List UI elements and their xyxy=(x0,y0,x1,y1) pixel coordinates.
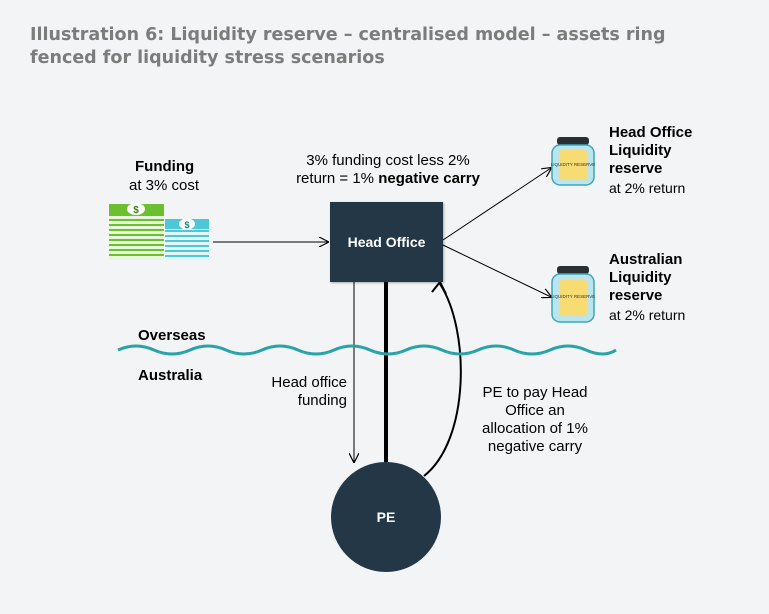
funding-sub: at 3% cost xyxy=(129,177,200,194)
overseas-label: Overseas xyxy=(138,327,206,344)
page-title: Illustration 6: Liquidity reserve – cent… xyxy=(30,25,666,68)
arrow-to-ho-reserve xyxy=(442,168,551,241)
pe-pay-label: PE to pay Head Office an allocation of 1… xyxy=(482,384,588,455)
money-stack-green: $ xyxy=(109,203,164,260)
arrow-to-au-reserve xyxy=(442,244,551,297)
ho-reserve-heading: Head Office Liquidity reserve xyxy=(609,124,693,177)
au-reserve-heading: Australian Liquidity reserve xyxy=(609,251,683,304)
svg-text:LIQUIDITY RESERVE: LIQUIDITY RESERVE xyxy=(551,162,596,167)
svg-text:$: $ xyxy=(184,220,189,230)
svg-text:$: $ xyxy=(133,205,139,216)
pe-carry-arrow xyxy=(423,283,462,477)
money-stack-icon: $ $ xyxy=(109,203,209,260)
au-reserve-sub: at 2% return xyxy=(609,307,686,323)
carry-text: 3% funding cost less 2% return = 1% nega… xyxy=(296,152,480,187)
money-stack-cyan: $ xyxy=(165,218,209,260)
border-wave xyxy=(117,344,617,356)
pe-circle: PE xyxy=(331,462,441,572)
australia-label: Australia xyxy=(138,367,203,384)
ho-reserve-sub: at 2% return xyxy=(609,180,686,196)
svg-text:LIQUIDITY RESERVE: LIQUIDITY RESERVE xyxy=(551,294,596,299)
jar-icon: LIQUIDITY RESERVE xyxy=(551,266,596,323)
jar-icon: LIQUIDITY RESERVE xyxy=(551,137,596,186)
ho-funding-label: Head office funding xyxy=(271,374,347,409)
funding-heading: Funding xyxy=(135,158,195,175)
head-office-box: Head Office xyxy=(330,202,443,282)
